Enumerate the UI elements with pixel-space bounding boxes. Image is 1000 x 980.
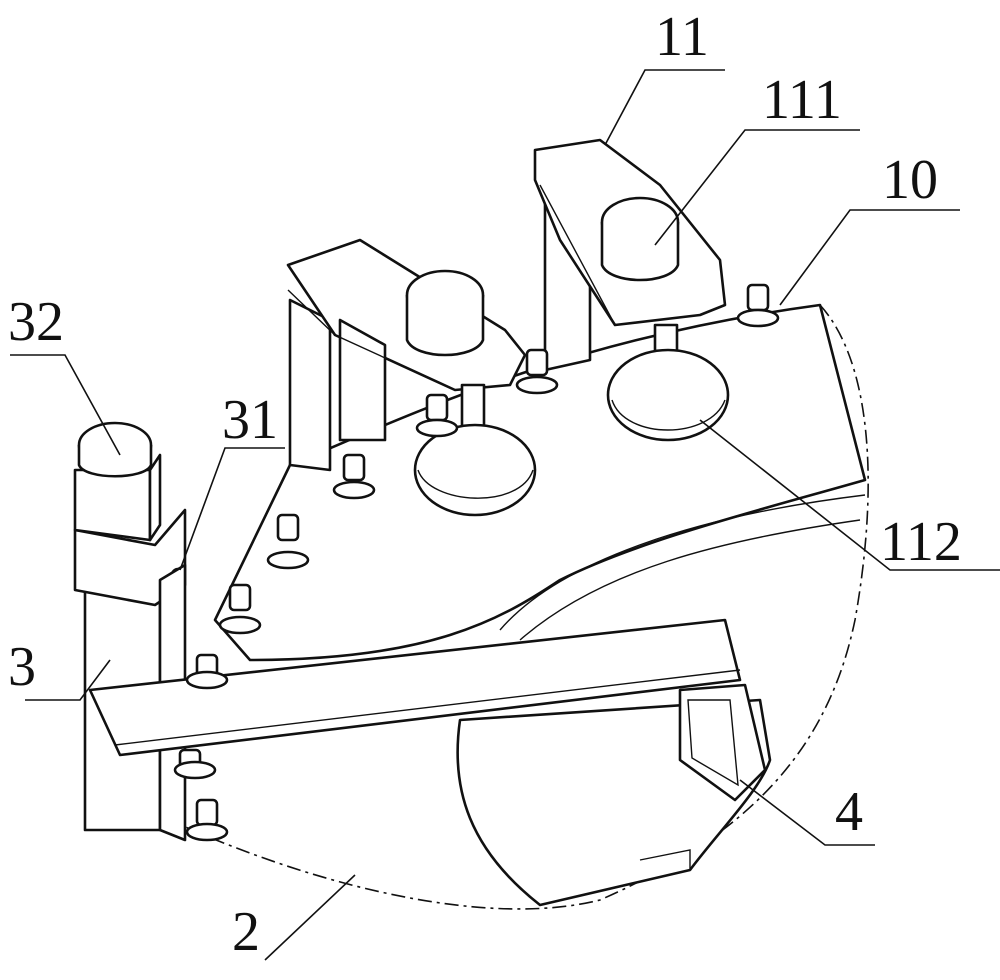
left-roller <box>413 423 537 517</box>
callout-3: 3 <box>8 636 36 698</box>
bolt <box>185 653 229 690</box>
bolt <box>266 513 310 570</box>
bolt <box>736 283 780 328</box>
platform-inner-ring <box>499 494 866 631</box>
callout-31: 31 <box>222 389 278 451</box>
callout-4: 4 <box>835 781 863 843</box>
callout-32: 32 <box>8 291 64 353</box>
callout-11: 11 <box>655 6 709 68</box>
column-upper-block <box>73 468 152 542</box>
callout-10: 10 <box>882 149 938 211</box>
leader-lines <box>10 69 1000 961</box>
bolt <box>185 798 229 842</box>
platform-inner-ring-2 <box>519 519 861 641</box>
column-assembly <box>73 421 187 842</box>
right-arm-assembly <box>533 138 730 442</box>
bolt <box>332 453 376 500</box>
callout-labels: 11 111 10 32 31 3 112 4 2 <box>8 6 962 963</box>
callout-112: 112 <box>880 511 962 573</box>
callout-111: 111 <box>762 69 842 131</box>
feed-rail <box>88 618 742 757</box>
right-roller-112 <box>606 348 730 442</box>
bolt <box>218 583 262 635</box>
column-upper-block-side <box>148 453 162 542</box>
callout-2: 2 <box>232 901 260 963</box>
left-arm-assembly <box>286 238 537 517</box>
bolt <box>173 748 217 780</box>
bolt <box>515 348 559 395</box>
bolt-row-10 <box>173 283 780 842</box>
chute-4 <box>678 683 767 802</box>
bolt <box>415 393 459 438</box>
